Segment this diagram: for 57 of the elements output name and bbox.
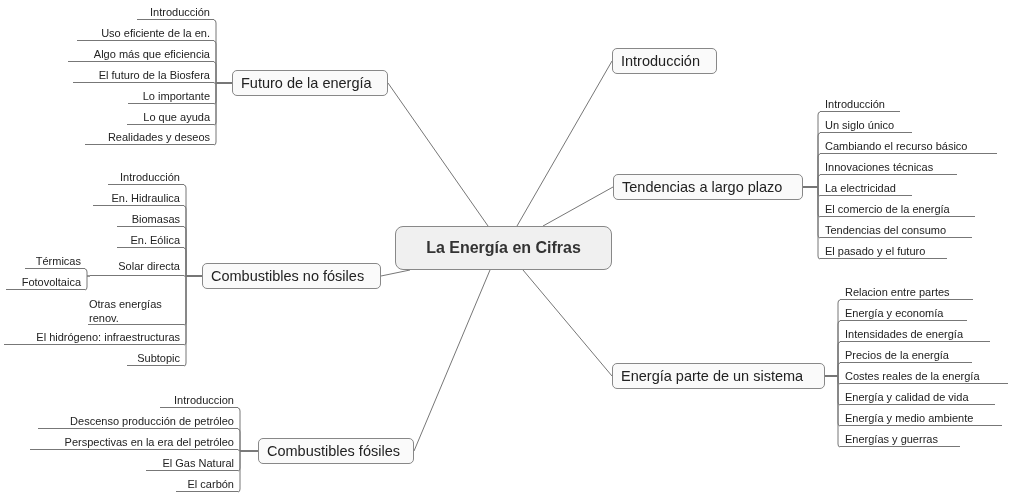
subtopic-label: El futuro de la Biosfera <box>73 68 214 83</box>
subtopic-label: Térmicas <box>25 254 85 269</box>
main-topic-box: Combustibles fósiles <box>258 438 414 464</box>
subtopic-label: El pasado y el futuro <box>820 244 947 259</box>
connector-line <box>824 375 841 448</box>
subtopic-label: Tendencias del consumo <box>820 223 972 238</box>
main-topic-box: Combustibles no fósiles <box>202 263 381 289</box>
subtopic-label: La electricidad <box>820 181 912 196</box>
subtopic-label: Perspectivas en la era del petróleo <box>30 435 238 450</box>
subtopic-label: Fotovoltaica <box>6 275 85 290</box>
subtopic-label: Energía y medio ambiente <box>840 411 1002 426</box>
subtopic-label: Descenso producción de petróleo <box>38 414 238 429</box>
subtopic-label: Algo más que eficiencia <box>68 47 214 62</box>
subtopic-label: Intensidades de energía <box>840 327 990 342</box>
connector-line <box>542 186 614 227</box>
central-topic-box: La Energía en Cifras <box>395 226 612 270</box>
subtopic-label: Introducción <box>137 5 214 20</box>
connector-line <box>84 268 91 277</box>
subtopic-label: Uso eficiente de la en. <box>77 26 214 41</box>
connector-line <box>183 275 203 367</box>
subtopic-label: Relacion entre partes <box>840 285 973 300</box>
main-topic-box: Tendencias a largo plazo <box>613 174 803 200</box>
subtopic-label: El carbón <box>176 477 238 492</box>
connector-line <box>522 269 613 377</box>
connector-line <box>413 269 491 452</box>
subtopic-label: Subtopic <box>127 351 184 366</box>
subtopic-label: Energías y guerras <box>840 432 960 447</box>
subtopic-label: Otras energías renov. <box>88 297 184 325</box>
subtopic-label: En. Eólica <box>117 233 184 248</box>
subtopic-label: Energía y economía <box>840 306 967 321</box>
connector-line <box>237 450 259 493</box>
subtopic-label: Un siglo único <box>820 118 912 133</box>
subtopic-label: Costes reales de la energía <box>840 369 1008 384</box>
subtopic-label: Energía y calidad de vida <box>840 390 995 405</box>
subtopic-label: El Gas Natural <box>146 456 238 471</box>
subtopic-label: Introduccion <box>160 393 238 408</box>
connector-line <box>387 82 489 227</box>
main-topic-box: Futuro de la energía <box>232 70 388 96</box>
subtopic-label: Precios de la energía <box>840 348 972 363</box>
subtopic-label: Cambiando el recurso básico <box>820 139 997 154</box>
subtopic-label: En. Hidraulica <box>93 191 184 206</box>
subtopic-label: Innovaciones técnicas <box>820 160 957 175</box>
subtopic-label: Introducción <box>820 97 900 112</box>
subtopic-label: Lo que ayuda <box>127 110 214 125</box>
connector-line <box>516 60 613 227</box>
connector-line <box>213 82 233 146</box>
subtopic-label: Lo importante <box>128 89 214 104</box>
subtopic-label: Introducción <box>108 170 184 185</box>
main-topic-box: Introducción <box>612 48 717 74</box>
subtopic-label: Realidades y deseos <box>85 130 214 145</box>
connector-line <box>802 186 821 260</box>
subtopic-label: El hidrógeno: infraestructuras <box>4 330 184 345</box>
subtopic-label: El comercio de la energía <box>820 202 975 217</box>
main-topic-box: Energía parte de un sistema <box>612 363 825 389</box>
connector-line <box>84 275 91 291</box>
subtopic-label: Biomasas <box>117 212 184 227</box>
subtopic-label: Solar directa <box>90 259 184 276</box>
